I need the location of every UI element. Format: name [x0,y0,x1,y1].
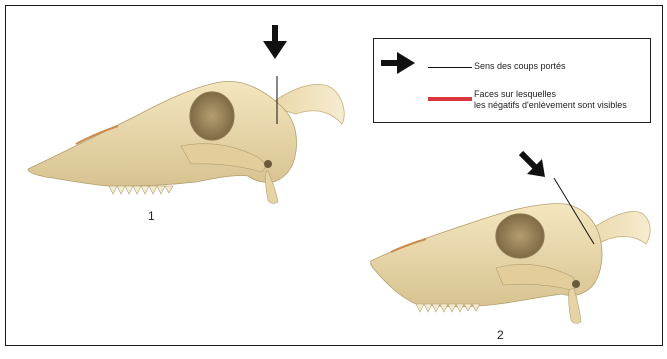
legend-red-swatch [428,97,472,101]
skull-label-1: 1 [148,209,155,223]
skull-2-cranium [371,204,602,307]
skull-1-teeth [109,186,173,194]
legend-line-swatch [428,67,472,68]
skull-2 [371,178,651,323]
skull-2-orbit [496,214,544,258]
impact-arrow-2 [521,153,545,177]
impact-arrow-1 [263,25,287,59]
skull-1 [28,76,344,203]
figure-frame: Sens des coups portés Faces sur lesquell… [5,5,663,346]
skull-label-2: 2 [497,328,504,342]
legend-label-faces-line1: Faces sur lesquelles [474,89,556,100]
legend-arrow-icon [381,52,415,74]
legend-box: Sens des coups portés Faces sur lesquell… [373,38,651,123]
legend-label-impact-direction: Sens des coups portés [474,61,566,72]
skull-1-orbit [190,92,234,140]
legend-label-faces-line2: les négatifs d'enlèvement sont visibles [474,100,627,111]
